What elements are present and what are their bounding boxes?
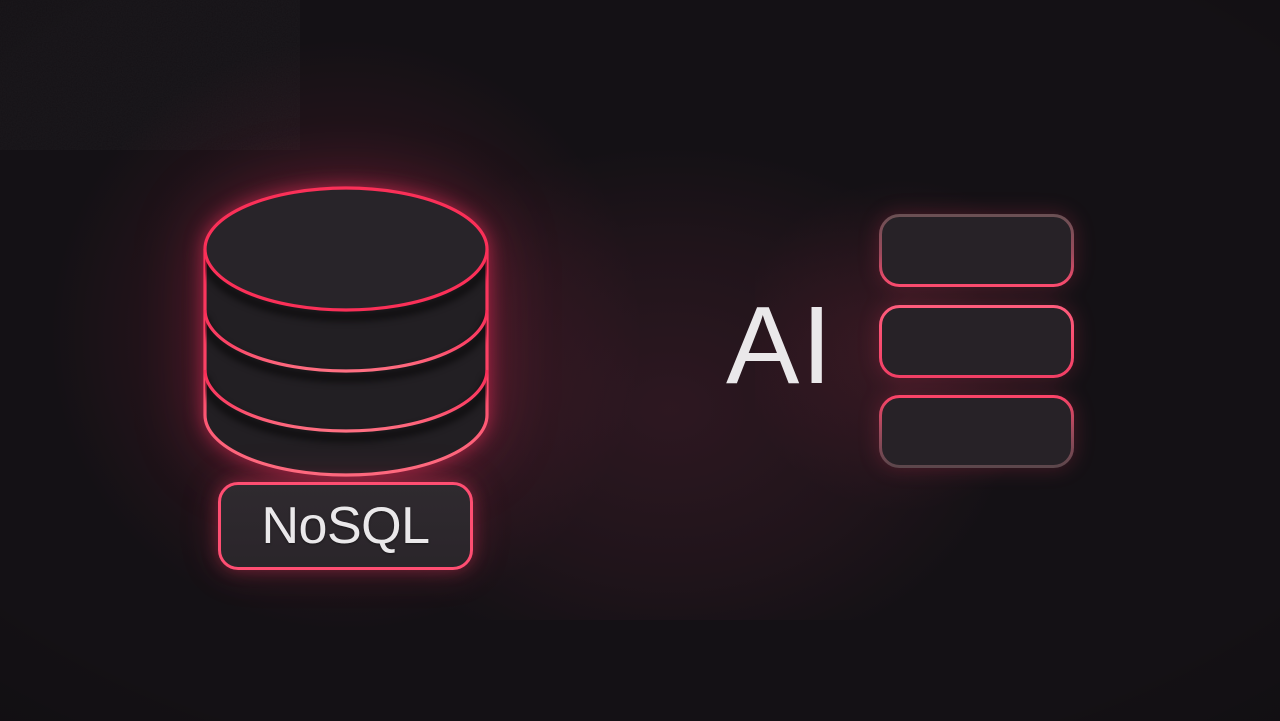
database-label-text: NoSQL (261, 497, 430, 555)
stacked-layers-icon (879, 214, 1074, 468)
database-label: NoSQL (218, 482, 473, 570)
layer-card-3 (879, 395, 1074, 468)
layer-card-2 (879, 305, 1074, 378)
layer-card-1 (879, 214, 1074, 287)
noise-overlay (0, 0, 300, 150)
dotted-connector-line (507, 347, 709, 353)
database-cylinder-icon (203, 186, 489, 477)
ai-label: AI (726, 284, 834, 407)
